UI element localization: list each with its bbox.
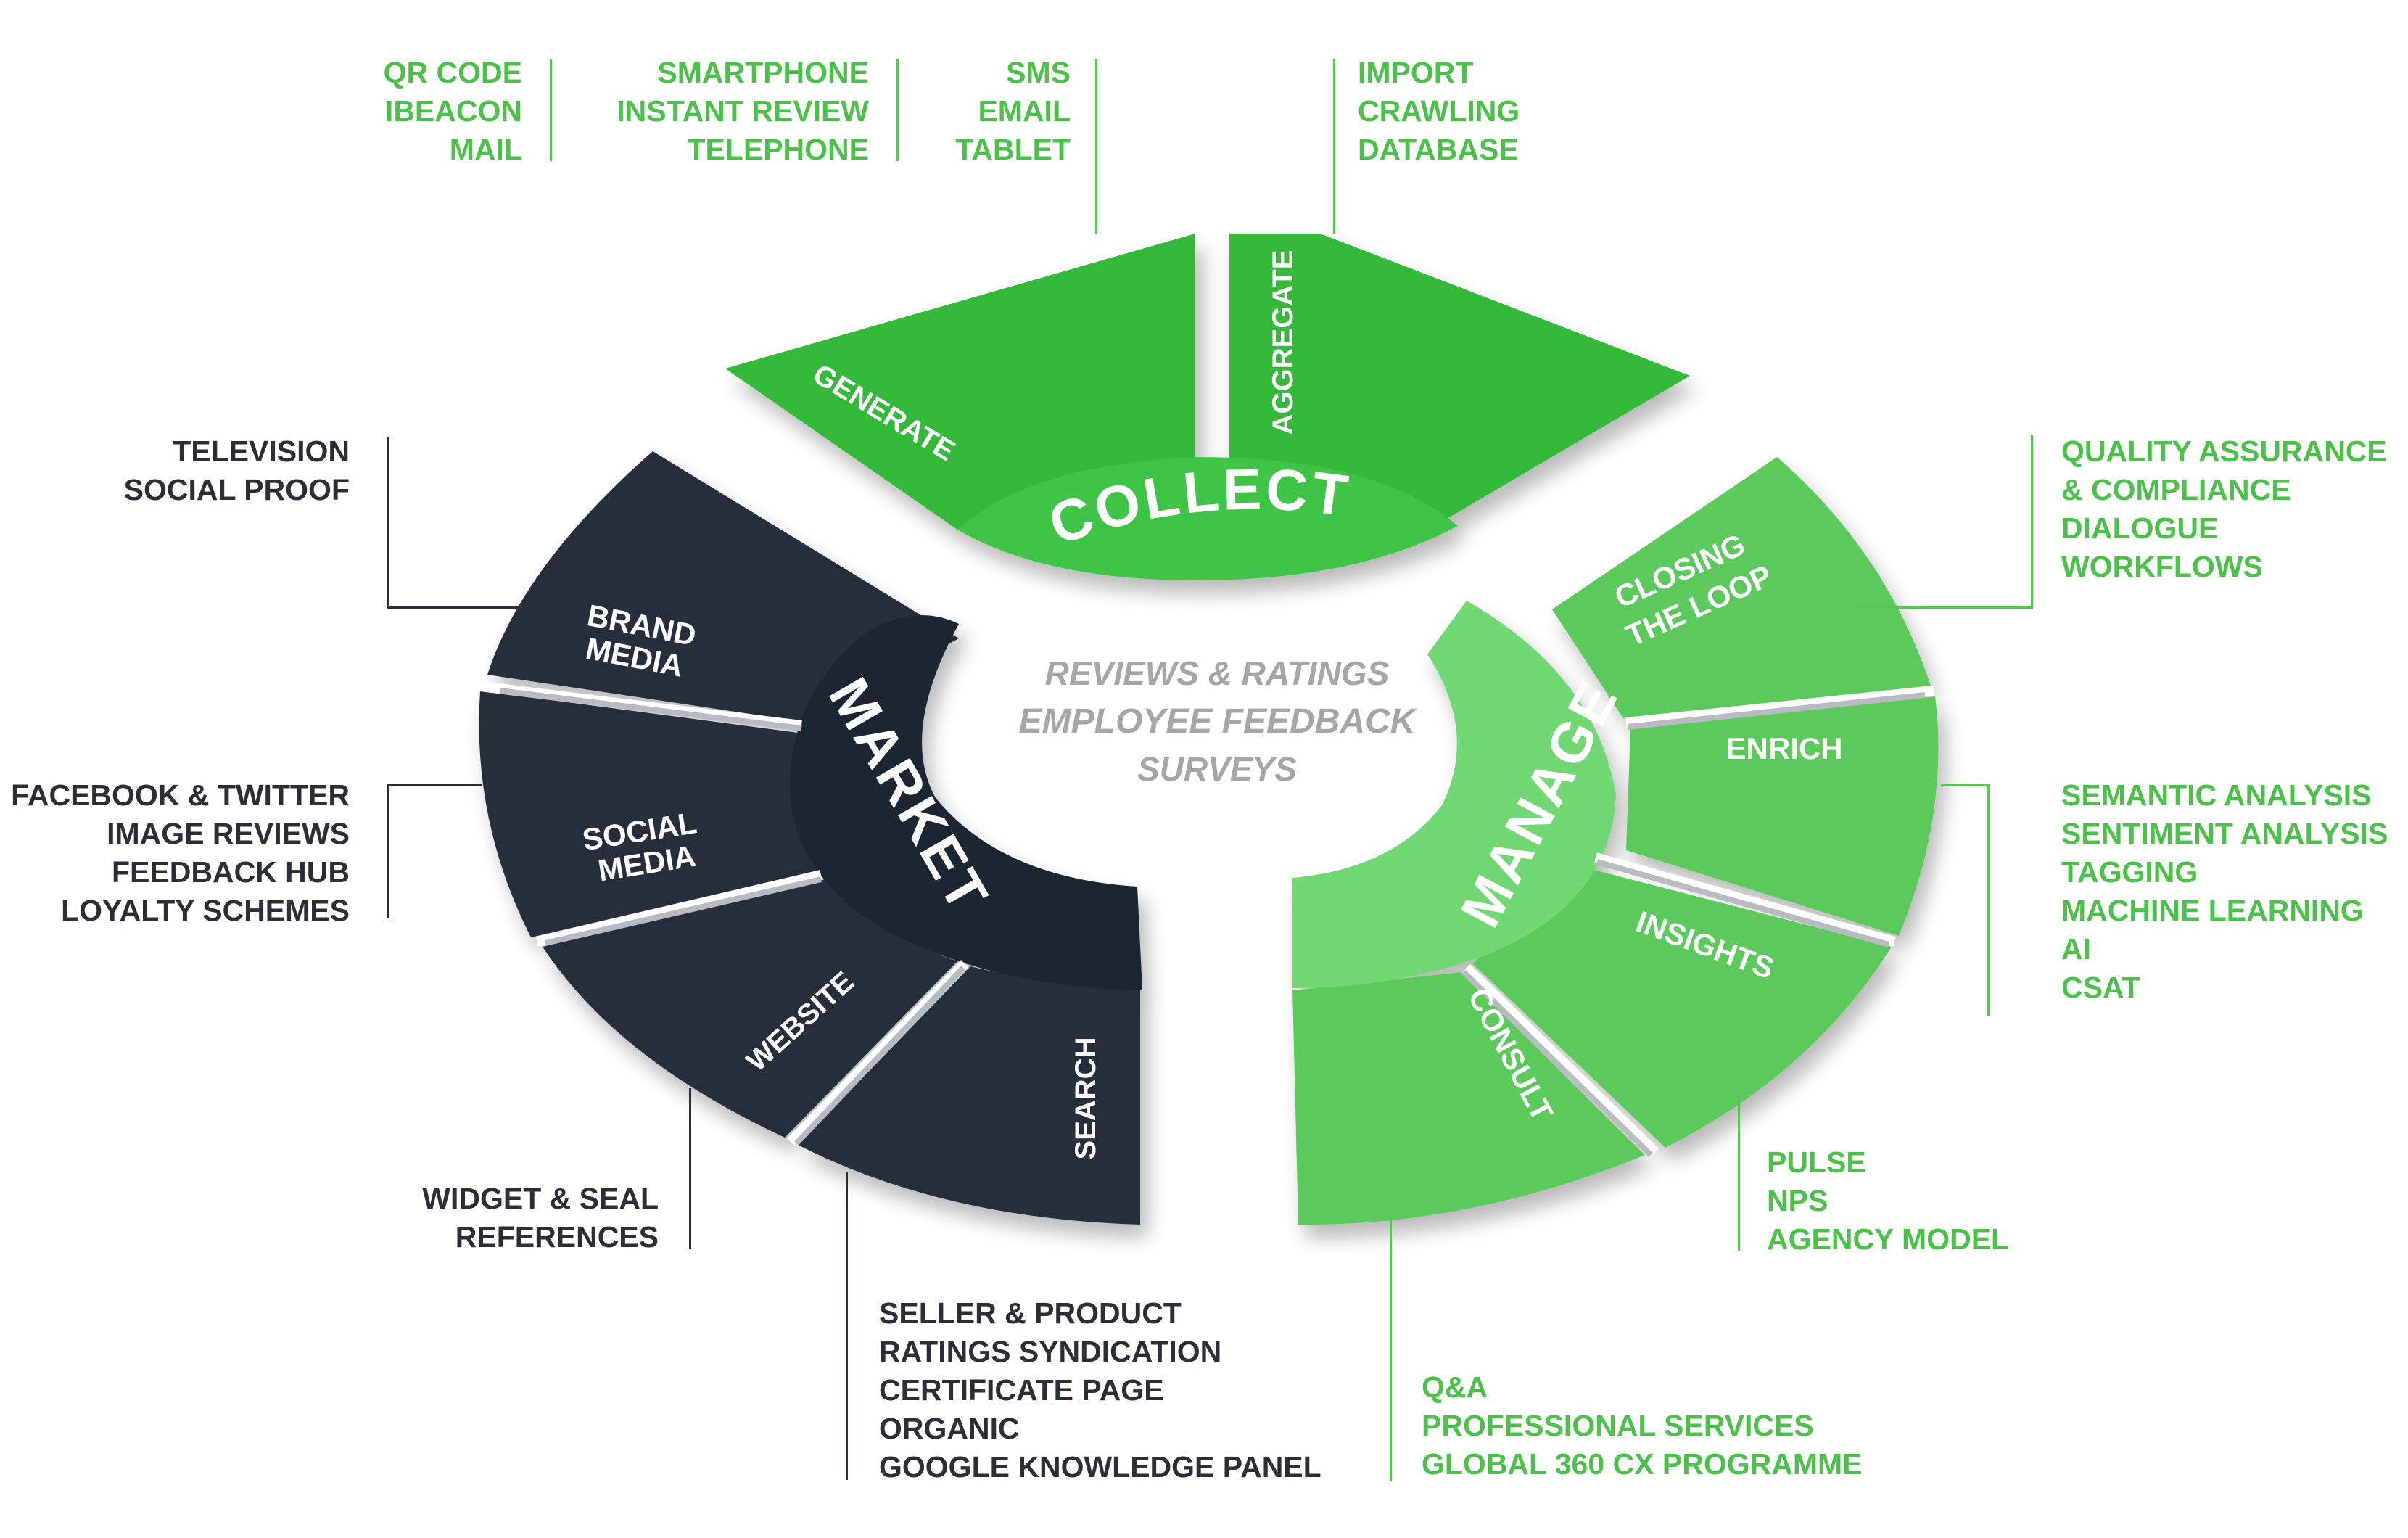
center-line-1: REVIEWS & RATINGS (1045, 654, 1390, 692)
connector-qa (1390, 1216, 1392, 1481)
aggregate-label: AGGREGATE (1267, 250, 1299, 435)
list-item: EMAIL (978, 94, 1071, 128)
list-item: REFERENCES (455, 1220, 659, 1254)
list-item: DATABASE (1358, 133, 1519, 166)
list-facebook: FACEBOOK & TWITTER IMAGE REVIEWS FEEDBAC… (11, 776, 350, 930)
list-item: SENTIMENT ANALYSIS (2061, 817, 2388, 850)
connector-seller (846, 1172, 848, 1480)
list-item: TAGGING (2061, 855, 2198, 889)
connector-facebook-h (387, 784, 482, 786)
manage-band (1292, 601, 1616, 988)
connector-smartphone (896, 59, 899, 161)
list-item: PULSE (1767, 1146, 1866, 1179)
list-item: SMS (1006, 56, 1071, 89)
list-item: FEEDBACK HUB (112, 855, 350, 889)
list-item: SEMANTIC ANALYSIS (2061, 778, 2372, 812)
list-seller: SELLER & PRODUCT RATINGS SYNDICATION CER… (879, 1294, 1321, 1486)
list-quality: QUALITY ASSURANCE & COMPLIANCE DIALOGUE … (2061, 432, 2387, 586)
list-item: GOOGLE KNOWLEDGE PANEL (879, 1450, 1321, 1484)
center-line-3: SURVEYS (1137, 750, 1297, 788)
list-widget: WIDGET & SEAL REFERENCES (422, 1180, 659, 1257)
list-item: WORKFLOWS (2061, 550, 2263, 583)
brand-media-segment (487, 451, 959, 722)
list-item: QUALITY ASSURANCE (2061, 435, 2387, 468)
list-item: DIALOGUE (2061, 511, 2219, 545)
list-item: IMAGE REVIEWS (107, 817, 350, 850)
list-item: TABLET (955, 133, 1071, 166)
list-qa: Q&A PROFESSIONAL SERVICES GLOBAL 360 CX … (1422, 1368, 1863, 1484)
enrich-label: ENRICH (1725, 731, 1842, 765)
list-qr: QR CODE IBEACON MAIL (384, 54, 522, 169)
list-item: FACEBOOK & TWITTER (11, 778, 350, 812)
connector-television-v (387, 437, 389, 608)
list-item: TELEVISION (173, 435, 350, 468)
generate-segment (725, 234, 1195, 530)
connector-import (1333, 59, 1335, 234)
list-item: IBEACON (384, 94, 522, 128)
list-item: Q&A (1422, 1370, 1488, 1404)
list-smartphone: SMARTPHONE INSTANT REVIEW TELEPHONE (617, 54, 869, 169)
connector-quality-h (1857, 606, 2033, 609)
list-item: TELEPHONE (687, 133, 869, 166)
connector-widget (689, 1088, 691, 1249)
list-item: GLOBAL 360 CX PROGRAMME (1422, 1447, 1863, 1481)
consult-segment (1292, 972, 1645, 1225)
list-item: CERTIFICATE PAGE (879, 1373, 1164, 1407)
list-item: ORGANIC (879, 1412, 1020, 1445)
list-item: IMPORT (1358, 56, 1474, 89)
search-label: SEARCH (1070, 1037, 1102, 1160)
market-band (789, 615, 1142, 990)
list-item: LOYALTY SCHEMES (61, 894, 350, 927)
connector-semantic-h (1941, 784, 1990, 786)
list-item: MAIL (449, 133, 522, 166)
closing-loop-segment (1552, 457, 1931, 718)
connector-qr (550, 59, 552, 161)
insights-segment (1472, 867, 1892, 1148)
list-import: IMPORT CRAWLING DATABASE (1358, 54, 1520, 169)
list-item: CRAWLING (1358, 94, 1520, 128)
list-item: SOCIAL PROOF (123, 473, 350, 506)
center-line-2: EMPLOYEE FEEDBACK (1019, 702, 1418, 741)
list-item: NPS (1767, 1184, 1828, 1217)
list-item: SMARTPHONE (657, 56, 869, 89)
list-item: MACHINE LEARNING (2061, 894, 2364, 927)
connector-semantic-v (1987, 784, 1990, 1016)
list-semantic: SEMANTIC ANALYSIS SENTIMENT ANALYSIS TAG… (2061, 776, 2388, 1007)
connector-facebook-v (387, 784, 389, 918)
list-item: AGENCY MODEL (1767, 1222, 2010, 1256)
list-item: SELLER & PRODUCT (879, 1296, 1182, 1330)
website-segment (543, 879, 957, 1138)
list-item: CSAT (2061, 971, 2140, 1004)
list-item: WIDGET & SEAL (422, 1182, 659, 1215)
list-item: AI (2061, 932, 2091, 966)
connector-television-h (387, 606, 522, 609)
social-media-segment (479, 691, 818, 937)
connector-sms (1095, 59, 1097, 234)
list-item: RATINGS SYNDICATION (879, 1335, 1222, 1368)
connector-pulse (1738, 1094, 1740, 1251)
list-item: & COMPLIANCE (2061, 473, 2291, 506)
separator-shadows (500, 688, 1926, 1157)
list-item: QR CODE (383, 56, 522, 89)
enrich-segment (1626, 696, 1939, 936)
aggregate-segment (1229, 234, 1690, 521)
search-segment (798, 966, 1140, 1225)
list-television: TELEVISION SOCIAL PROOF (124, 432, 350, 509)
connector-quality-v (2031, 435, 2033, 609)
list-pulse: PULSE NPS AGENCY MODEL (1767, 1143, 2009, 1259)
list-sms: SMS EMAIL TABLET (955, 54, 1071, 169)
collect-band (957, 457, 1458, 580)
list-item: INSTANT REVIEW (617, 94, 869, 128)
list-item: PROFESSIONAL SERVICES (1422, 1409, 1814, 1442)
